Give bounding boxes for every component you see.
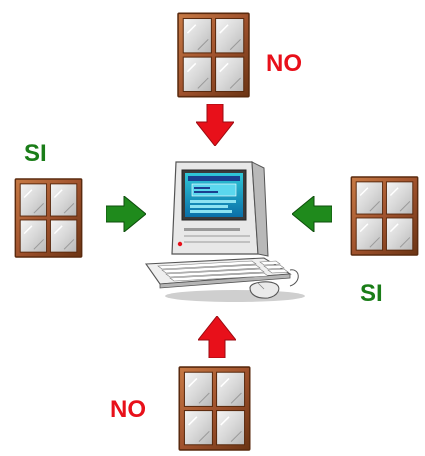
window-icon [178,366,251,451]
computer-icon [144,161,305,302]
arrow-down-icon [194,103,236,147]
label-bottom: NO [110,396,146,423]
window-top [177,12,250,98]
arrow-top [194,103,236,147]
arrow-up-icon [196,315,238,359]
label-left: SI [24,140,47,167]
arrow-left [105,194,147,234]
arrow-bottom [196,315,238,359]
window-icon [14,178,83,258]
window-icon [350,176,419,256]
arrow-left-icon [291,194,333,234]
arrow-right-icon [105,194,147,234]
arrow-right [291,194,333,234]
window-left [14,178,83,258]
window-bottom [178,366,251,451]
label-right: SI [360,280,383,307]
label-top: NO [266,50,302,77]
window-icon [177,12,250,98]
computer [140,158,310,304]
window-right [350,176,419,256]
